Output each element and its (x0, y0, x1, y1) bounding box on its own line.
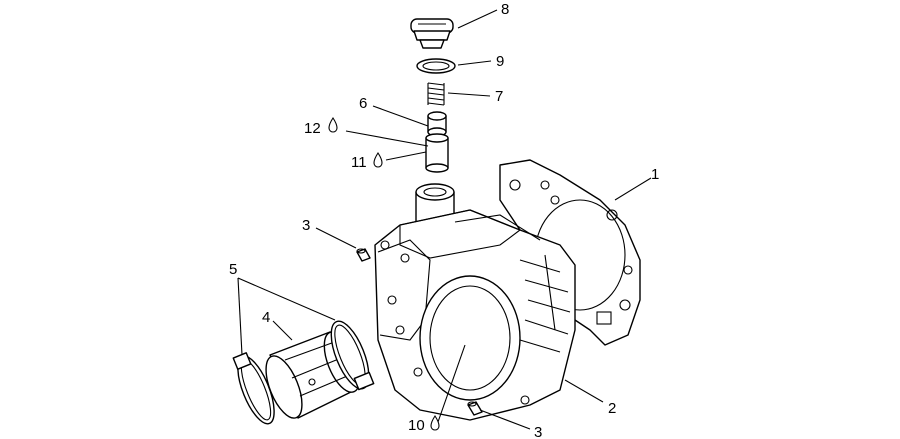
part-6-sleeve[interactable] (427, 111, 447, 137)
callout-1: 1 (651, 166, 659, 183)
callout-2: 2 (608, 400, 616, 417)
oil-drop-icons (328, 117, 440, 431)
callout-labels: 8 9 7 6 12 11 1 3 5 4 10 2 3 (229, 1, 659, 439)
callout-3-upper: 3 (302, 217, 310, 234)
part-3-dowel-pin-upper[interactable] (356, 248, 371, 262)
callout-6: 6 (359, 95, 367, 112)
part-8-filler-cap[interactable] (410, 18, 454, 49)
callout-9: 9 (496, 53, 504, 70)
callout-4: 4 (262, 309, 270, 326)
part-2-cylinder-block[interactable] (374, 183, 576, 421)
callout-8: 8 (501, 1, 509, 18)
part-5-hose-clamp-left[interactable] (230, 352, 281, 428)
part-3-dowel-pin-lower[interactable] (467, 401, 483, 416)
oil-drop-icon (430, 415, 440, 431)
part-9-sealing-ring[interactable] (416, 58, 456, 74)
leader-lines (237, 9, 652, 430)
callout-10: 10 (408, 417, 425, 434)
callout-7: 7 (495, 88, 503, 105)
callout-11: 11 (351, 154, 367, 171)
oil-drop-icon (328, 117, 338, 133)
part-5-hose-clamp-right[interactable] (324, 316, 377, 393)
callout-5: 5 (229, 261, 237, 278)
oil-drop-icon (373, 152, 383, 168)
callout-3-lower: 3 (534, 424, 542, 439)
part-7-spring[interactable] (427, 82, 445, 106)
callout-12: 12 (304, 120, 321, 137)
part-11-plunger[interactable] (425, 133, 449, 173)
